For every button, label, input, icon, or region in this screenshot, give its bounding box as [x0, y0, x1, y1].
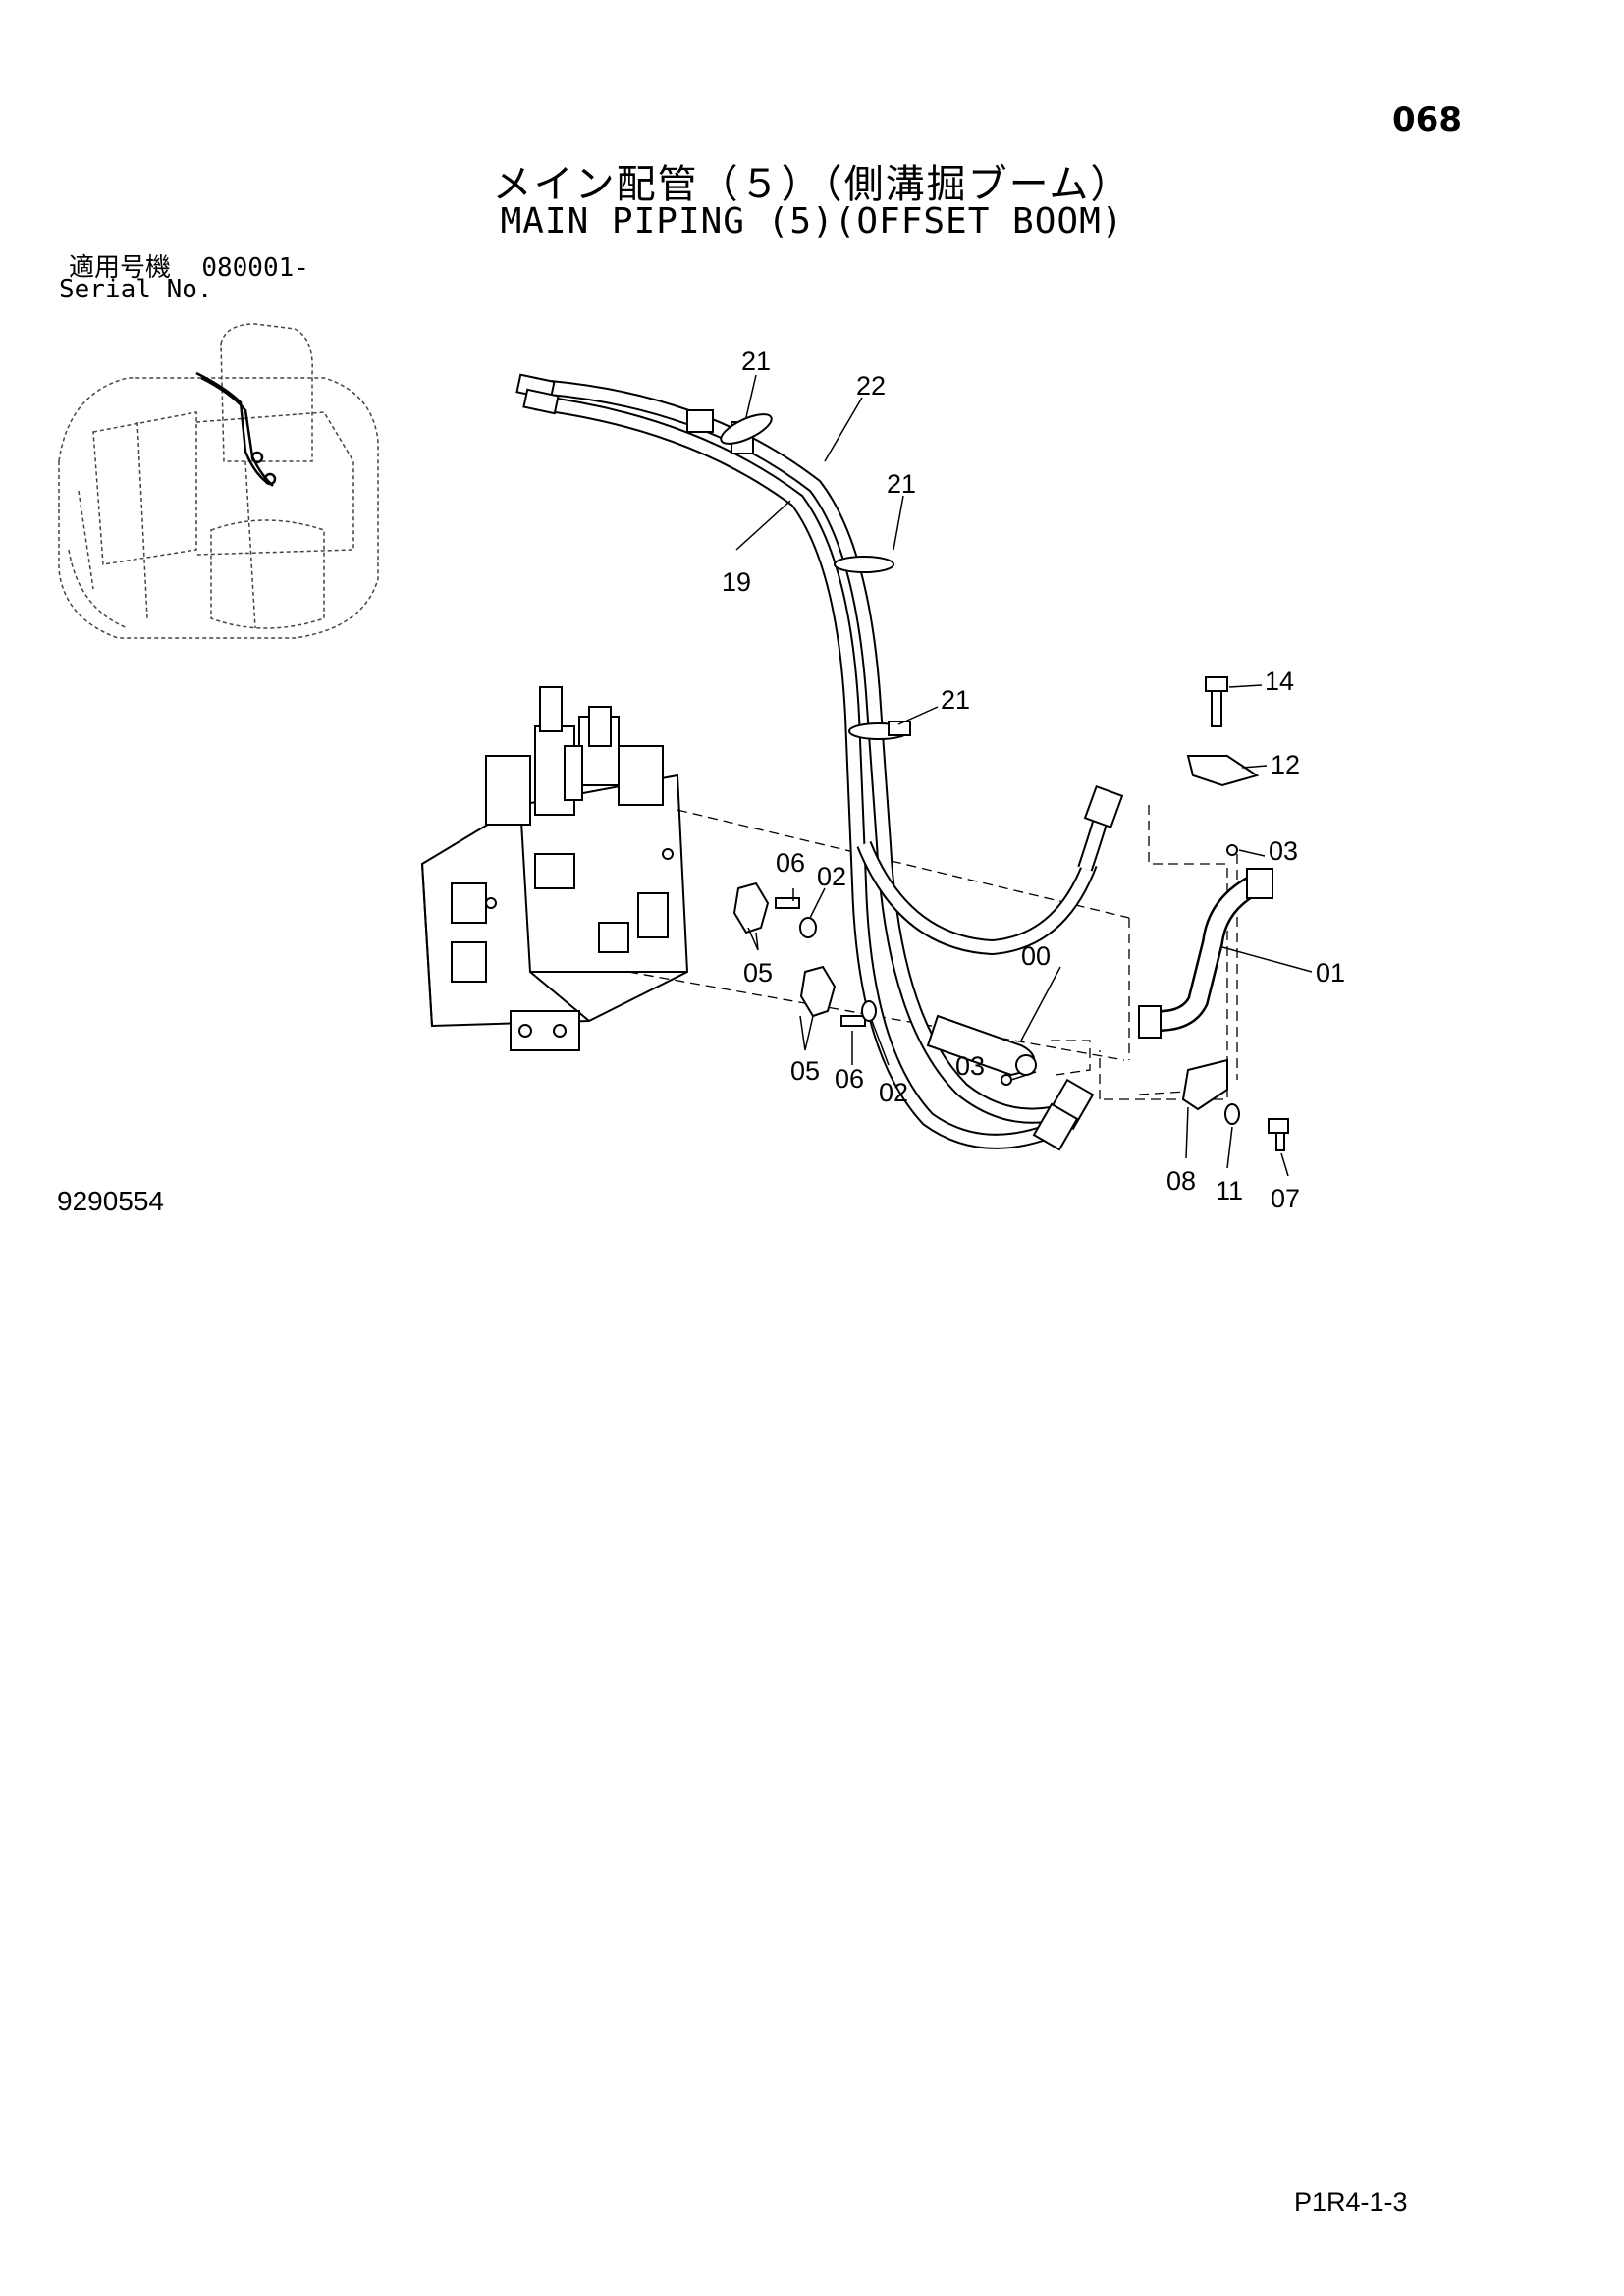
- callout-01: 01: [1316, 958, 1345, 988]
- hose-clamps: [720, 413, 911, 740]
- bracket-08-washer-11-bolt-07: [1181, 1058, 1289, 1151]
- inset-piping-highlight: [195, 371, 277, 487]
- serial-label-japanese: 適用号機: [69, 253, 172, 283]
- callout-02: 02: [879, 1078, 908, 1107]
- pipe-part-01: [1138, 868, 1273, 1039]
- hose-assembly: [534, 380, 1112, 1149]
- callout-19: 19: [722, 567, 751, 597]
- bolt-14-bracket-12: [1186, 676, 1260, 856]
- callout-08: 08: [1166, 1166, 1196, 1196]
- page-number: 068: [1392, 100, 1462, 139]
- callout-22: 22: [856, 371, 886, 400]
- callout-02: 02: [817, 862, 846, 891]
- callout-11: 11: [1216, 1176, 1243, 1205]
- callout-03: 03: [1269, 836, 1298, 866]
- callout-03: 03: [955, 1051, 985, 1081]
- page-code: P1R4-1-3: [1294, 2187, 1408, 2216]
- drawing-number: 9290554: [57, 1186, 165, 1216]
- pipe-part-00: [926, 1014, 1037, 1086]
- page-title-english: MAIN PIPING (5)(OFFSET BOOM): [500, 201, 1124, 241]
- callout-00: 00: [1021, 941, 1051, 971]
- callout-leaders: [735, 374, 1313, 1177]
- serial-value: 080001-: [201, 253, 309, 283]
- serial-applicable-line: 適用号機 080001-: [69, 247, 309, 284]
- serial-label-english: Serial No.: [59, 275, 213, 304]
- control-valve-block: [420, 686, 689, 1051]
- callout-labels: 21 22 21 19 21 14 12 03 06 02 05 00 01 0…: [722, 347, 1345, 1213]
- callout-21: 21: [941, 685, 970, 715]
- callout-05: 05: [790, 1056, 820, 1086]
- callout-12: 12: [1271, 750, 1300, 779]
- callout-14: 14: [1265, 667, 1294, 696]
- excavator-overview-inset: [58, 323, 379, 639]
- callout-05: 05: [743, 958, 773, 988]
- callout-07: 07: [1271, 1184, 1300, 1213]
- split-flange-fittings: [732, 881, 877, 1027]
- page-title-japanese: メイン配管（５）（側溝掘ブーム）: [492, 162, 1132, 207]
- callout-21: 21: [887, 469, 916, 499]
- callout-21: 21: [741, 347, 771, 376]
- callout-06: 06: [776, 848, 805, 878]
- callout-06: 06: [835, 1064, 864, 1094]
